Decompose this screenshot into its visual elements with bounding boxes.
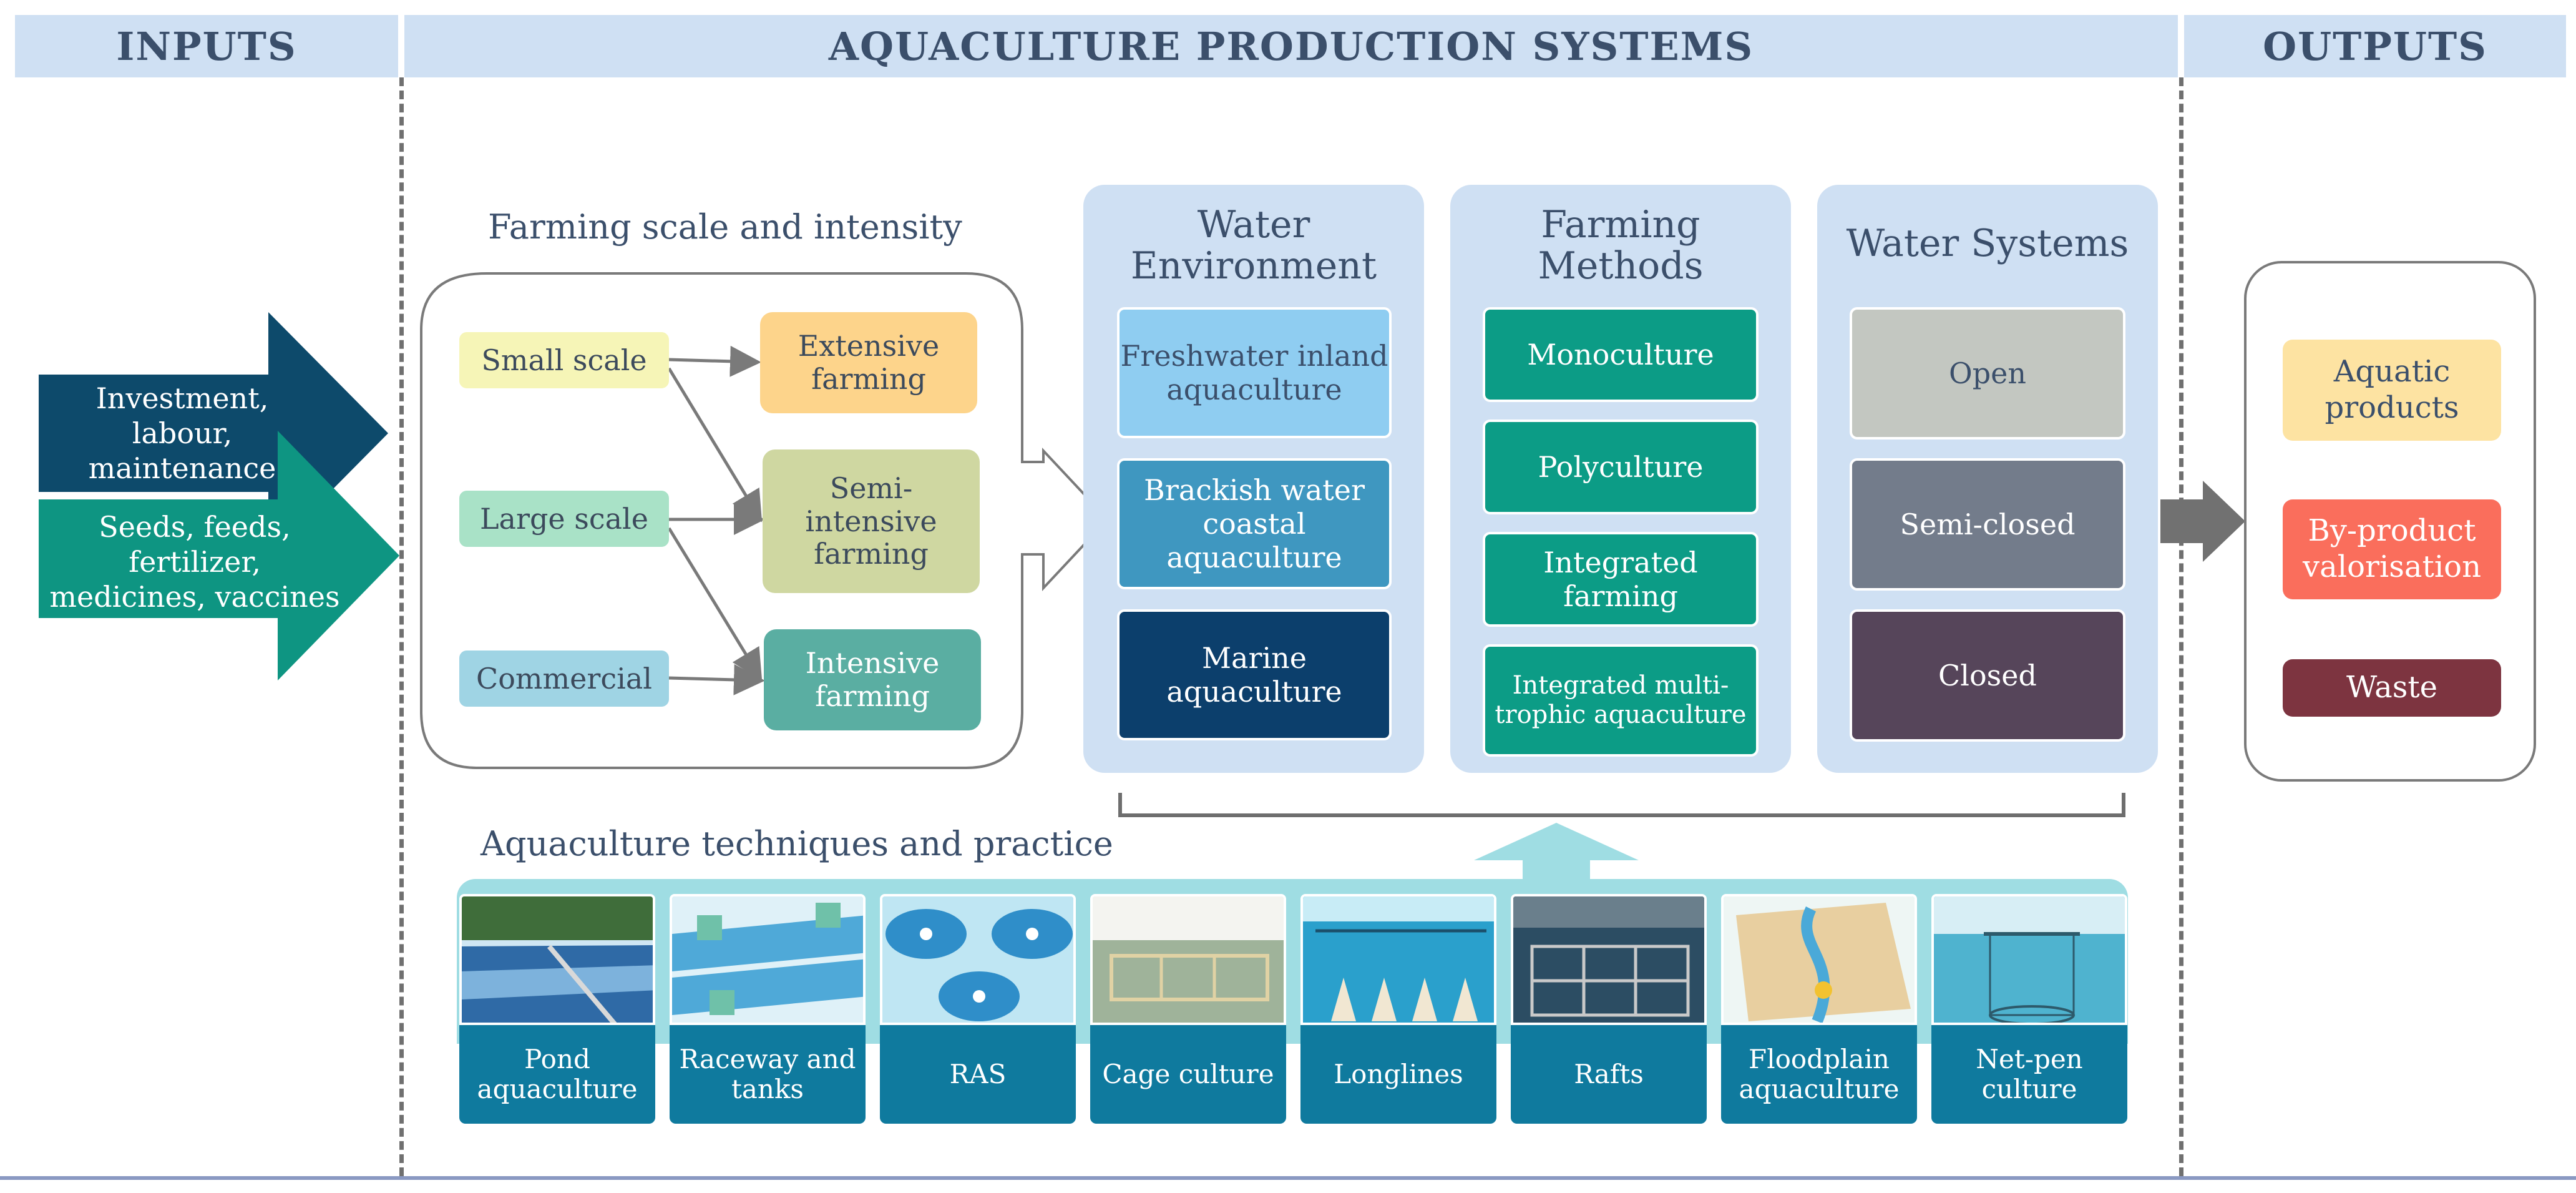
bracket-line [1118, 793, 2125, 817]
farming-methods-title: Farming Methods [1538, 203, 1704, 288]
link-commercial-intensive [668, 664, 765, 695]
tech-floodplain-photo [1721, 894, 1917, 1025]
method-polyculture: Polyculture [1483, 420, 1759, 514]
arrow-investment-label: Investment, labour, maintenance [88, 381, 276, 486]
cage-illustration [1093, 896, 1284, 1023]
intensity-semi-intensive: Semi- intensive farming [763, 449, 980, 593]
link-small-extensive [668, 345, 761, 377]
scale-commercial: Commercial [459, 651, 669, 707]
scale-small: Small scale [459, 332, 669, 388]
inputs-header-text: INPUTS [116, 23, 297, 69]
tech-ras-label: RAS [880, 1025, 1076, 1124]
tech-raceway-label: Raceway and tanks [670, 1025, 866, 1124]
techniques-up-arrow [1474, 823, 1639, 886]
farming-scale-title: Farming scale and intensity [488, 207, 962, 247]
output-arrow [2160, 481, 2245, 562]
method-monoculture: Monoculture [1483, 307, 1759, 402]
tech-cage-photo [1090, 894, 1286, 1025]
output-waste: Waste [2283, 659, 2501, 717]
tech-raceway-photo [670, 894, 866, 1025]
arrow-seeds [39, 431, 399, 680]
techniques-title: Aquaculture techniques and practice [481, 824, 1113, 863]
water-environment-title: Water Environment [1130, 203, 1377, 288]
output-arrow-shape [2160, 481, 2245, 562]
outputs-header: OUTPUTS [2184, 15, 2566, 77]
raceway-illustration [672, 896, 863, 1023]
rafts-illustration [1513, 896, 1704, 1023]
water-env-freshwater: Freshwater inland aquaculture [1117, 307, 1392, 438]
tech-rafts-photo [1511, 894, 1707, 1025]
system-closed: Closed [1850, 609, 2125, 742]
tech-netpen-label: Net-pen culture [1931, 1025, 2127, 1124]
inputs-header: INPUTS [15, 15, 398, 77]
tech-rafts-label: Rafts [1511, 1025, 1707, 1124]
techniques-bracket [1118, 793, 2125, 886]
tech-pond-photo [459, 894, 655, 1025]
divider-right [2179, 77, 2183, 1176]
bottom-rule [0, 1176, 2576, 1180]
water-env-marine: Marine aquaculture [1117, 609, 1392, 740]
netpen-illustration [1934, 896, 2125, 1023]
tech-netpen-photo [1931, 894, 2127, 1025]
intensity-extensive: Extensive farming [760, 312, 977, 413]
input-arrows [39, 312, 399, 680]
water-env-brackish: Brackish water coastal aquaculture [1117, 458, 1392, 589]
output-by-product: By-product valorisation [2283, 499, 2501, 599]
output-aquatic-products: Aquatic products [2283, 340, 2501, 441]
systems-header: AQUACULTURE PRODUCTION SYSTEMS [404, 15, 2178, 77]
method-integrated: Integrated farming [1483, 532, 1759, 627]
longlines-illustration [1303, 896, 1494, 1023]
method-imta: Integrated multi- trophic aquaculture [1483, 644, 1759, 757]
tech-longlines-photo [1300, 894, 1496, 1025]
link-large-intensive [667, 527, 763, 681]
tech-pond-label: Pond aquaculture [459, 1025, 655, 1124]
ras-illustration [882, 896, 1073, 1023]
link-small-semi [667, 367, 763, 523]
system-open: Open [1850, 307, 2125, 439]
floodplain-illustration [1724, 896, 1915, 1023]
pond-illustration [462, 896, 653, 1023]
divider-left [399, 77, 404, 1176]
tech-floodplain-label: Floodplain aquaculture [1721, 1025, 1917, 1124]
scale-large: Large scale [459, 491, 669, 547]
systems-header-text: AQUACULTURE PRODUCTION SYSTEMS [828, 23, 1754, 69]
tech-cage-label: Cage culture [1090, 1025, 1286, 1124]
water-systems-title: Water Systems [1846, 222, 2129, 265]
intensity-intensive: Intensive farming [764, 629, 981, 730]
system-semi-closed: Semi-closed [1850, 458, 2125, 591]
outputs-header-text: OUTPUTS [2263, 23, 2487, 69]
tech-longlines-label: Longlines [1300, 1025, 1496, 1124]
tech-ras-photo [880, 894, 1076, 1025]
arrow-seeds-label: Seeds, feeds, fertilizer, medicines, vac… [49, 509, 340, 614]
